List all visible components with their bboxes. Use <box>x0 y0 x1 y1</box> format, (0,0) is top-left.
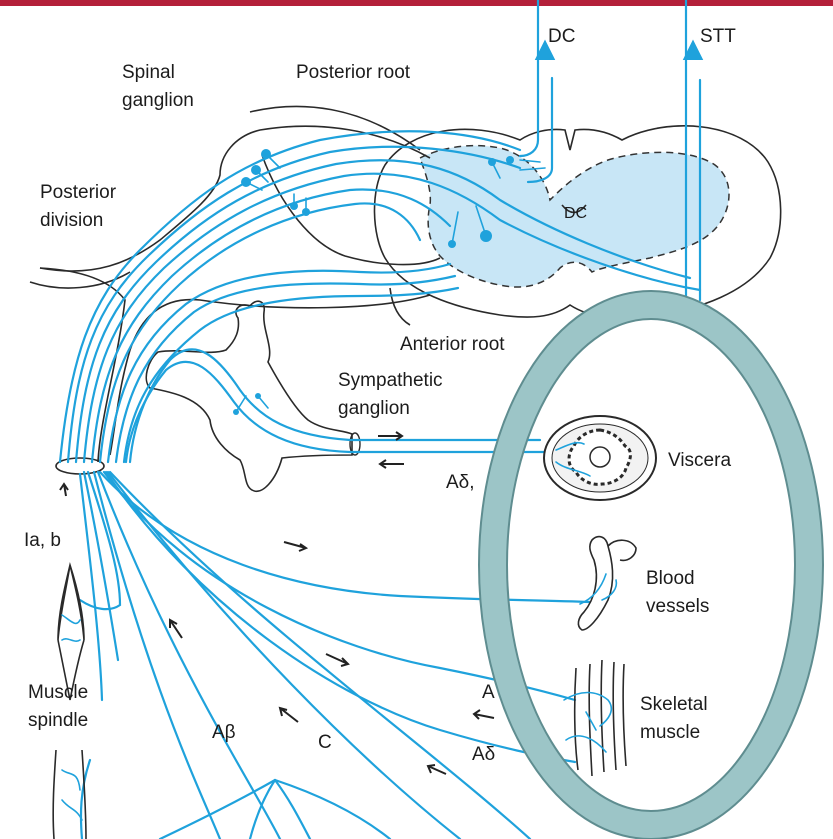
label-sympathetic-ganglion-1: Sympathetic <box>338 370 443 391</box>
label-a-partial: A <box>482 682 495 703</box>
top-bar <box>0 0 833 6</box>
muscle-spindle-icon <box>58 565 84 700</box>
label-skeletal-muscle-1: Skeletal <box>640 694 708 715</box>
label-spinal-ganglion-2: ganglion <box>122 90 194 111</box>
label-a-delta-viscera: Aδ, <box>446 472 475 493</box>
label-dorsal-column: DC <box>564 205 587 222</box>
label-posterior-root: Posterior root <box>296 62 411 83</box>
label-sympathetic-ganglion-2: ganglion <box>338 398 410 419</box>
skeletal-muscle-icon <box>564 660 626 776</box>
label-stt: STT <box>700 26 736 47</box>
label-muscle-spindle-2: spindle <box>28 710 88 731</box>
label-blood-vessels-2: vessels <box>646 596 709 617</box>
label-anterior-root: Anterior root <box>400 334 505 355</box>
label-skeletal-muscle-2: muscle <box>640 722 700 743</box>
label-a-delta-muscle: Aδ <box>472 744 495 765</box>
label-viscera: Viscera <box>668 450 731 471</box>
label-posterior-division-2: division <box>40 210 103 231</box>
label-muscle-spindle-1: Muscle <box>28 682 88 703</box>
direction-arrows <box>60 432 494 774</box>
label-a-beta: Aβ <box>212 722 236 743</box>
label-blood-vessels-1: Blood <box>646 568 695 589</box>
sympathetic-ganglion-icon <box>146 301 360 491</box>
label-ia-b: Ia, b <box>24 530 61 551</box>
label-dc: DC <box>548 26 575 47</box>
label-posterior-division-1: Posterior <box>40 182 117 203</box>
label-spinal-ganglion-1: Spinal <box>122 62 175 83</box>
viscera-icon <box>544 416 656 500</box>
label-c-fiber: C <box>318 732 332 753</box>
blood-vessel-icon <box>578 537 636 630</box>
